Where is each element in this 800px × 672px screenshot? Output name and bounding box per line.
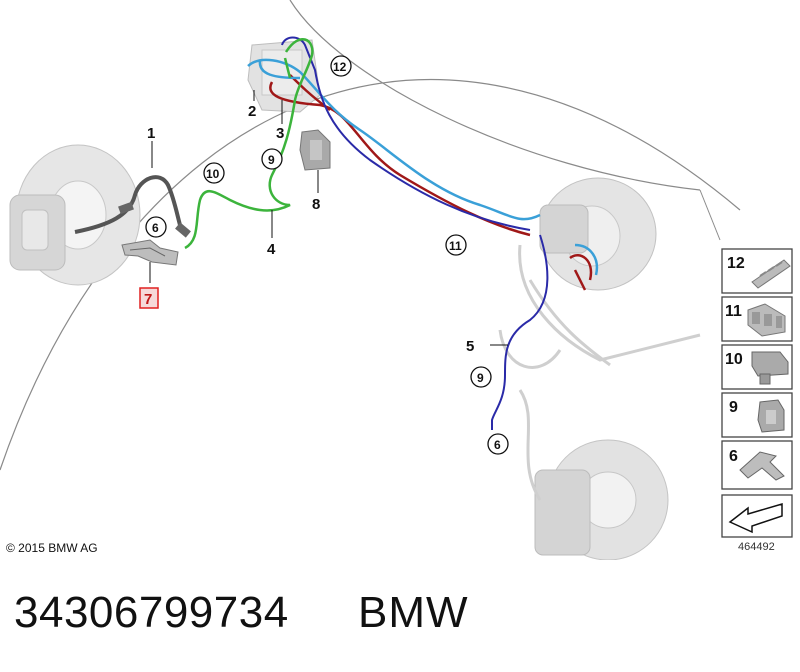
callout-2: 2 [248,103,256,120]
circled-callout-12: 12 [330,55,352,77]
svg-text:12: 12 [727,255,745,272]
panel-item-11[interactable]: 11 [721,296,793,342]
svg-text:9: 9 [729,399,738,416]
arrow-icon [728,502,783,534]
brand-name: BMW [358,588,469,637]
light-blue-brake-lines [247,58,599,276]
clip-10-icon [751,351,789,385]
panel-divider [699,189,721,241]
highlight-box [139,287,159,309]
svg-text:10: 10 [206,167,220,181]
clip-11-icon [747,303,786,337]
front-left-brake-disc [9,144,141,286]
callout-8: 8 [312,196,320,213]
grey-pipes [498,244,701,501]
circled-callout-11: 11 [445,234,467,256]
svg-text:6: 6 [152,221,159,235]
parts-side-panel: 12 11 10 9 [721,248,793,538]
svg-text:11: 11 [449,239,462,253]
panel-item-10[interactable]: 10 [721,344,793,390]
circled-callout-9-bottom: 9 [470,366,492,388]
leader-lines [149,90,508,346]
callout-4: 4 [267,241,276,258]
right-brake-booster [539,177,657,291]
master-cylinder [247,39,321,113]
clip-part-8 [299,129,331,171]
bracket-6-icon [739,451,785,481]
panel-back-arrow[interactable] [721,494,793,538]
svg-text:10: 10 [725,351,743,368]
callout-1: 1 [147,125,155,142]
svg-text:11: 11 [725,303,742,320]
callout-5: 5 [466,338,474,355]
svg-text:12: 12 [333,60,347,74]
clip-12-icon [751,259,791,289]
rear-brake-disc [534,439,669,560]
clip-9-icon [757,399,785,433]
svg-text:6: 6 [494,438,501,452]
svg-text:9: 9 [268,153,275,167]
part-number: 34306799734 [14,588,289,637]
image-number: 464492 [738,541,775,553]
green-brake-lines [184,38,314,250]
circled-callout-10: 10 [203,162,225,184]
flex-brake-hose [74,175,191,238]
panel-item-6[interactable]: 6 [721,440,793,490]
copyright-text: © 2015 BMW AG [6,541,98,555]
dark-blue-brake-lines [281,36,549,430]
body-outline-upper [289,0,701,191]
circled-callout-6-left: 6 [145,216,167,238]
panel-item-9[interactable]: 9 [721,392,793,438]
circled-callout-6-bottom: 6 [487,433,509,455]
circled-callout-9-top: 9 [261,148,283,170]
panel-item-12[interactable]: 12 [721,248,793,294]
callout-3: 3 [276,125,284,142]
svg-text:9: 9 [477,371,484,385]
bracket-part-7 [121,239,179,266]
brake-line-diagram: 1 2 3 4 5 8 7 10 9 6 12 11 9 6 12 [0,0,793,560]
callout-7[interactable]: 7 [144,291,152,308]
svg-text:6: 6 [729,448,738,465]
